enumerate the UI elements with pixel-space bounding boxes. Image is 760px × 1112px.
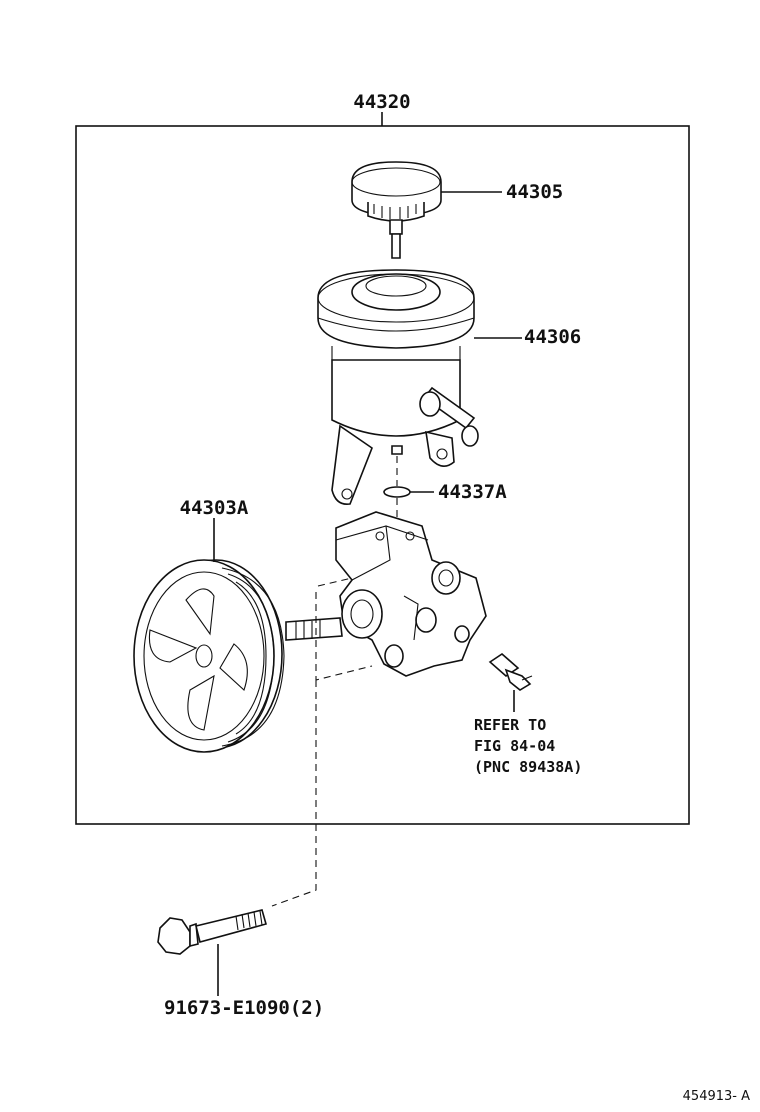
assembly-group: 44320 bbox=[75, 91, 690, 825]
reference-line-2: FIG 84-04 bbox=[474, 737, 555, 755]
mounting-dash-lines bbox=[271, 577, 373, 907]
cap-label[interactable]: 44305 bbox=[506, 181, 563, 203]
pump-body-part[interactable] bbox=[335, 511, 487, 677]
oring-label[interactable]: 44337A bbox=[438, 481, 507, 503]
figure-id: 454913- A bbox=[683, 1089, 750, 1104]
bolt-label[interactable]: 91673-E1090(2) bbox=[164, 997, 324, 1019]
bolt-drawing bbox=[157, 917, 191, 955]
oring-part[interactable] bbox=[383, 456, 411, 520]
pressure-switch-drawing bbox=[488, 652, 520, 678]
reference-line-3: (PNC 89438A) bbox=[474, 758, 582, 776]
assembly-label[interactable]: 44320 bbox=[353, 91, 410, 113]
cap-part[interactable] bbox=[351, 161, 442, 259]
reservoir-part[interactable] bbox=[317, 269, 479, 506]
pulley-label[interactable]: 44303A bbox=[180, 497, 249, 519]
reference-note: REFER TO FIG 84-04 (PNC 89438A) bbox=[474, 716, 582, 776]
reservoir-label[interactable]: 44306 bbox=[524, 326, 581, 348]
reference-line-1: REFER TO bbox=[474, 716, 546, 734]
oring-drawing bbox=[383, 486, 411, 498]
pressure-switch-part[interactable] bbox=[488, 652, 533, 691]
bolt-part[interactable] bbox=[157, 909, 267, 955]
pulley-part[interactable] bbox=[133, 559, 343, 753]
pump-body-drawing bbox=[335, 511, 487, 677]
